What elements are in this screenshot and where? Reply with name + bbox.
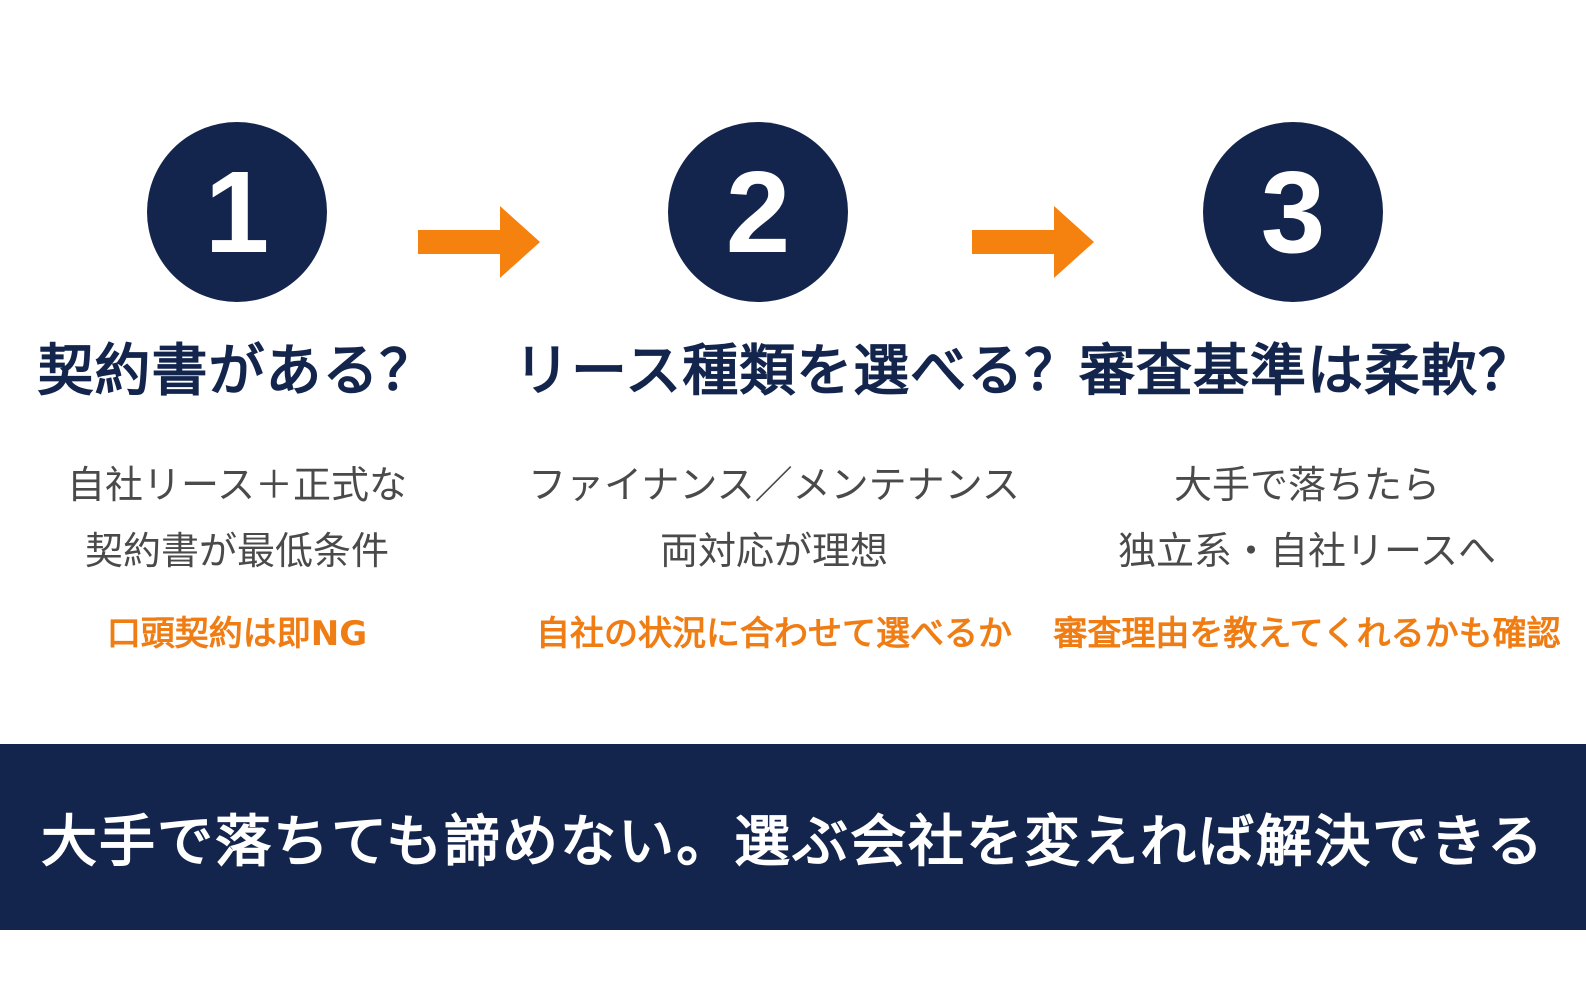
step-description-line: 独立系・自社リースへ (1117, 529, 1497, 573)
step-note: 自社の状況に合わせて選べるか (536, 614, 1012, 654)
step-description-line: 大手で落ちたら (1173, 463, 1440, 507)
step-title: 契約書がある？ (37, 339, 437, 404)
right-arrow-icon (418, 206, 540, 278)
step-2: 2 リース種類を選べる？ ファイナンス／メンテナンス 両対応が理想 自社の状況に… (514, 0, 1082, 700)
right-arrow-icon (972, 206, 1094, 278)
step-title: リース種類を選べる？ (514, 339, 1082, 404)
step-description-line: 自社リース＋正式な (66, 463, 408, 507)
step-3: 3 審査基準は柔軟？ 大手で落ちたら 独立系・自社リースへ 審査理由を教えてくれ… (1047, 0, 1567, 700)
conclusion-text: 大手で落ちても諦めない。選ぶ会社を変えれば解決できる (40, 809, 1546, 875)
step-title: 審査基準は柔軟？ (1079, 339, 1535, 404)
step-number-badge: 3 (1203, 122, 1383, 302)
step-note: 口頭契約は即NG (106, 614, 368, 654)
step-note: 審査理由を教えてくれるかも確認 (1053, 614, 1561, 654)
step-description-line: ファイナンス／メンテナンス (528, 463, 1020, 507)
step-number-badge: 1 (147, 122, 327, 302)
step-description: ファイナンス／メンテナンス 両対応が理想 (514, 452, 1034, 584)
step-description-line: 両対応が理想 (659, 529, 888, 573)
step-description: 大手で落ちたら 独立系・自社リースへ (1047, 452, 1567, 584)
right-arrow-icon (418, 206, 540, 278)
step-description-line: 契約書が最低条件 (84, 529, 389, 573)
right-arrow-icon (972, 206, 1094, 278)
step-number-badge: 2 (668, 122, 848, 302)
conclusion-banner: 大手で落ちても諦めない。選ぶ会社を変えれば解決できる (0, 744, 1586, 930)
step-description: 自社リース＋正式な 契約書が最低条件 (0, 452, 497, 584)
step-1: 1 契約書がある？ 自社リース＋正式な 契約書が最低条件 口頭契約は即NG (0, 0, 497, 700)
